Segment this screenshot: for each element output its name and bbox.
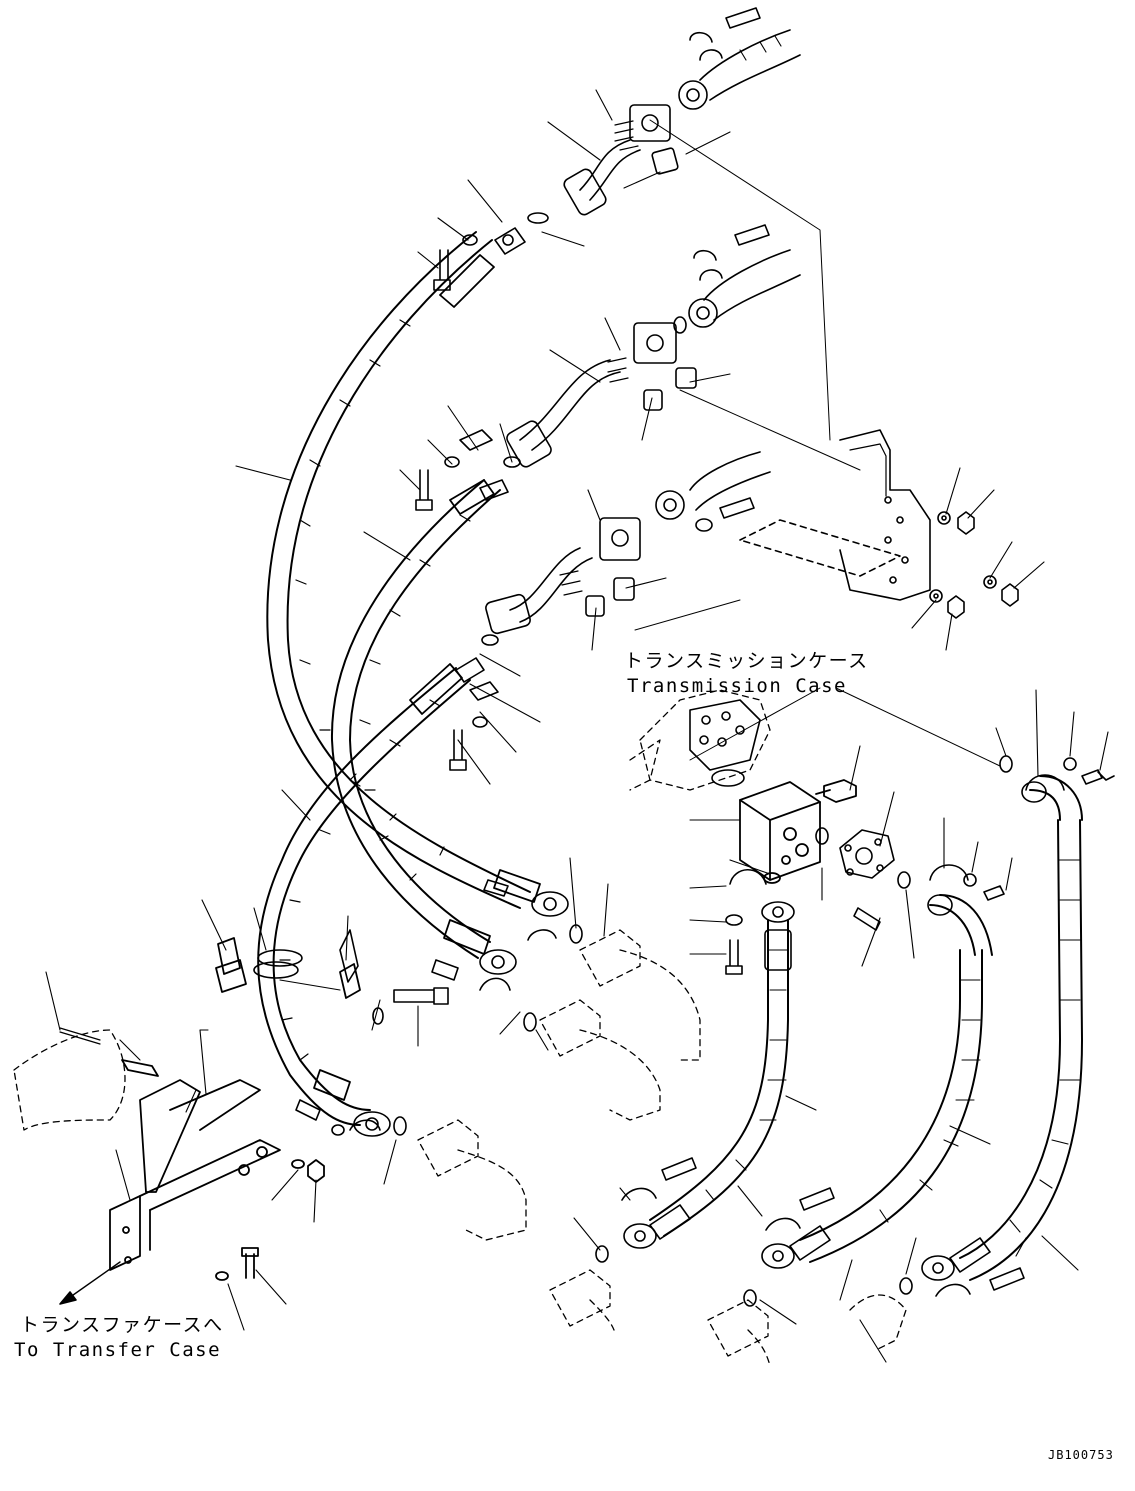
mating-fittings-dashed <box>13 929 907 1367</box>
tube-top-3 <box>481 517 641 646</box>
label-transfer-case-jp: トランスファケースへ <box>20 1314 224 1336</box>
mounting-bracket <box>634 119 931 631</box>
leader-lines <box>45 89 1109 1363</box>
label-transmission-case-en: Transmission Case <box>627 675 847 697</box>
hose-right-1 <box>623 901 795 1249</box>
hose-right-2 <box>761 894 993 1269</box>
hose-right-3 <box>921 775 1083 1281</box>
transmission-case-housing <box>629 689 771 791</box>
hose-long-outer <box>266 231 531 909</box>
valve-block <box>739 779 857 884</box>
nuts-washers-right <box>929 511 1019 619</box>
hose-end-flanges-left <box>353 227 569 1137</box>
left-bracket <box>59 937 361 1281</box>
drawing-code: JB100753 <box>1048 1448 1114 1462</box>
label-transmission-case-jp: トランスミッションケース <box>624 650 869 672</box>
transmission-case-body <box>689 699 761 787</box>
tube-top-1 <box>527 104 679 224</box>
hose-lower-left <box>253 667 471 1126</box>
clamps-bolts-right <box>595 755 1115 1307</box>
transfer-direction-arrow <box>59 1261 121 1305</box>
connector-hoses-top <box>655 7 801 532</box>
flange-plate <box>815 827 911 931</box>
label-transfer-case-en: To Transfer Case <box>14 1339 222 1361</box>
hose-long-middle <box>330 479 501 959</box>
tube-top-2 <box>503 322 697 468</box>
